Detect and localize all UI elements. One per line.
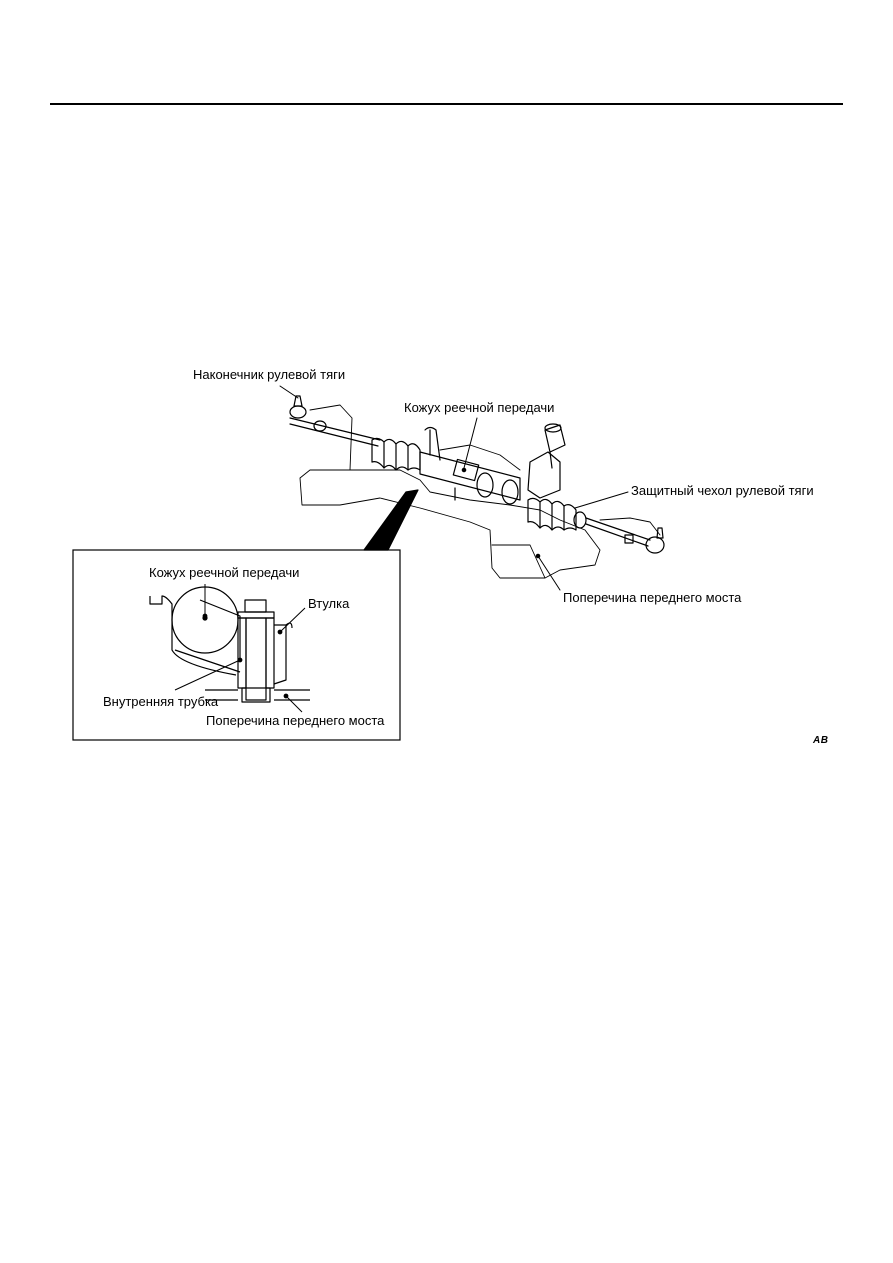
figure-code: AB [813, 735, 829, 746]
tie-rod-left [289, 395, 381, 447]
detail-drawing [149, 584, 310, 713]
detail-label-front-crossmember: Поперечина переднего моста [206, 713, 385, 728]
crossmember-outline [299, 404, 661, 579]
label-tie-rod-end: Наконечник рулевой тяги [193, 367, 346, 382]
rack-housing [419, 426, 521, 505]
boot-right [527, 497, 587, 531]
detail-label-bushing: Втулка [308, 596, 350, 611]
label-front-crossmember: Поперечина переднего моста [563, 590, 742, 605]
label-tie-rod-boot: Защитный чехол рулевой тяги [631, 483, 814, 498]
leader-lines [279, 385, 629, 591]
detail-frame [72, 549, 401, 741]
label-rack-housing: Кожух реечной передачи [404, 400, 555, 415]
tie-rod-right [585, 517, 665, 554]
detail-label-inner-tube: Внутренняя трубка [103, 694, 219, 709]
boot-left [371, 437, 421, 471]
pinion-valve [527, 423, 566, 499]
detail-label-rack-housing: Кожух реечной передачи [149, 565, 300, 580]
header-rule [50, 103, 843, 105]
